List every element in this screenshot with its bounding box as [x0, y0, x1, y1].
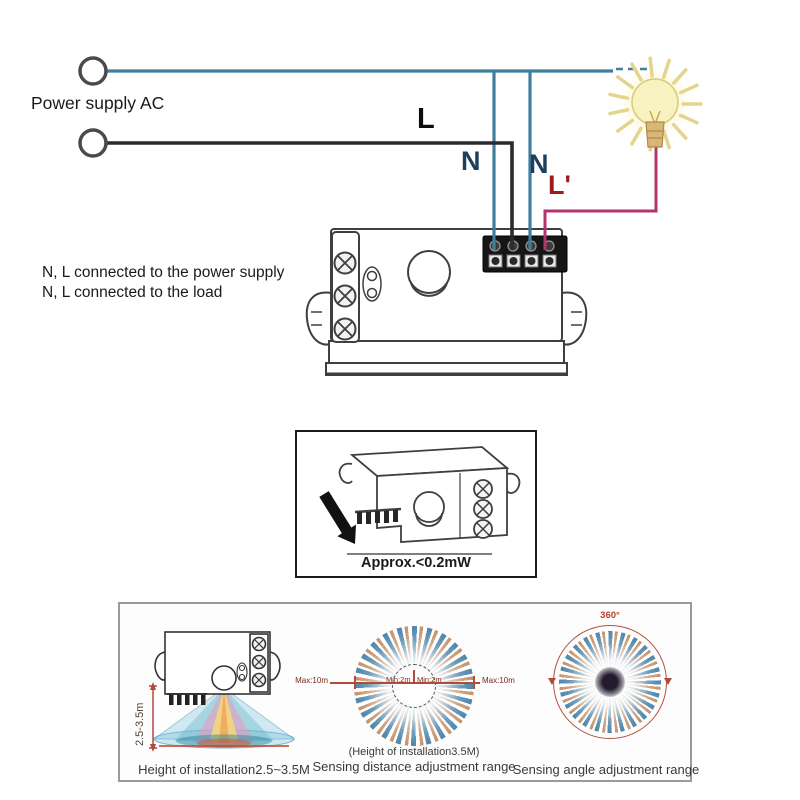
wiring-diagram-svg [78, 56, 703, 376]
wires [107, 67, 658, 250]
sensor-device-drawing [305, 228, 588, 376]
power-supply-label: Power supply AC [31, 93, 165, 113]
sunburst-dark-core [595, 667, 625, 697]
distance-caption: Sensing distance adjustment range [312, 759, 516, 774]
load-wire [543, 146, 658, 250]
spec-panel: 2.5-3.5m Height of installation2.5~3.5M … [118, 602, 699, 782]
line-wire [107, 141, 514, 250]
power-terminals [78, 56, 108, 158]
wire-label-n2: N [529, 149, 549, 179]
min-distance-left-label: Min:2m [386, 675, 411, 684]
right-wing [506, 472, 521, 494]
max-distance-left-label: Max:10m [295, 676, 328, 685]
sensor-knob [211, 665, 237, 691]
rotation-arrow-left-icon [548, 678, 556, 685]
wiring-note-line1: N, L connected to the power supply [42, 264, 285, 281]
left-wing [305, 291, 332, 346]
detection-cone [152, 687, 296, 749]
distance-axis-line [330, 682, 480, 684]
right-limit-tick [473, 676, 475, 689]
device-3d-drawing [319, 446, 521, 555]
rotation-degrees-label: 360° [600, 610, 620, 621]
sensor-knob [407, 250, 451, 297]
power-emission-caption: Approx.<0.2mW [361, 555, 471, 571]
installation-figure [149, 631, 296, 752]
device-base [328, 340, 565, 364]
angle-caption: Sensing angle adjustment range [512, 762, 700, 777]
dimension-line [149, 682, 157, 752]
left-wing [338, 462, 353, 484]
power-emission-box: Approx.<0.2mW [295, 430, 537, 578]
center-tick [413, 670, 415, 683]
wire-label-l: L [417, 103, 435, 135]
wiring-note-line2: N, L connected to the load [42, 284, 223, 301]
indicator-detail [362, 266, 382, 302]
left-limit-tick [354, 676, 356, 689]
light-bulb-icon [608, 56, 703, 152]
emission-arrow-icon [319, 491, 356, 544]
min-distance-right-label: Min:2m [417, 675, 442, 684]
screw-icon [333, 251, 357, 341]
distance-subcaption: (Height of installation3.5M) [348, 746, 480, 758]
installation-caption: Height of installation2.5~3.5M [138, 762, 310, 777]
wire-label-l-prime: L' [548, 170, 571, 200]
terminal-circle-bottom [78, 128, 108, 158]
max-distance-right-label: Max:10m [482, 676, 515, 685]
terminal-circle-top [78, 56, 108, 86]
rotation-arrow-right-icon [664, 678, 672, 685]
installation-height-dimension: 2.5-3.5m [134, 702, 146, 746]
sensor-knob [413, 491, 445, 523]
wire-label-n1: N [461, 146, 481, 176]
sensor-device-small [154, 631, 281, 705]
inner-dash-ring [392, 664, 436, 708]
right-wing [561, 291, 588, 346]
